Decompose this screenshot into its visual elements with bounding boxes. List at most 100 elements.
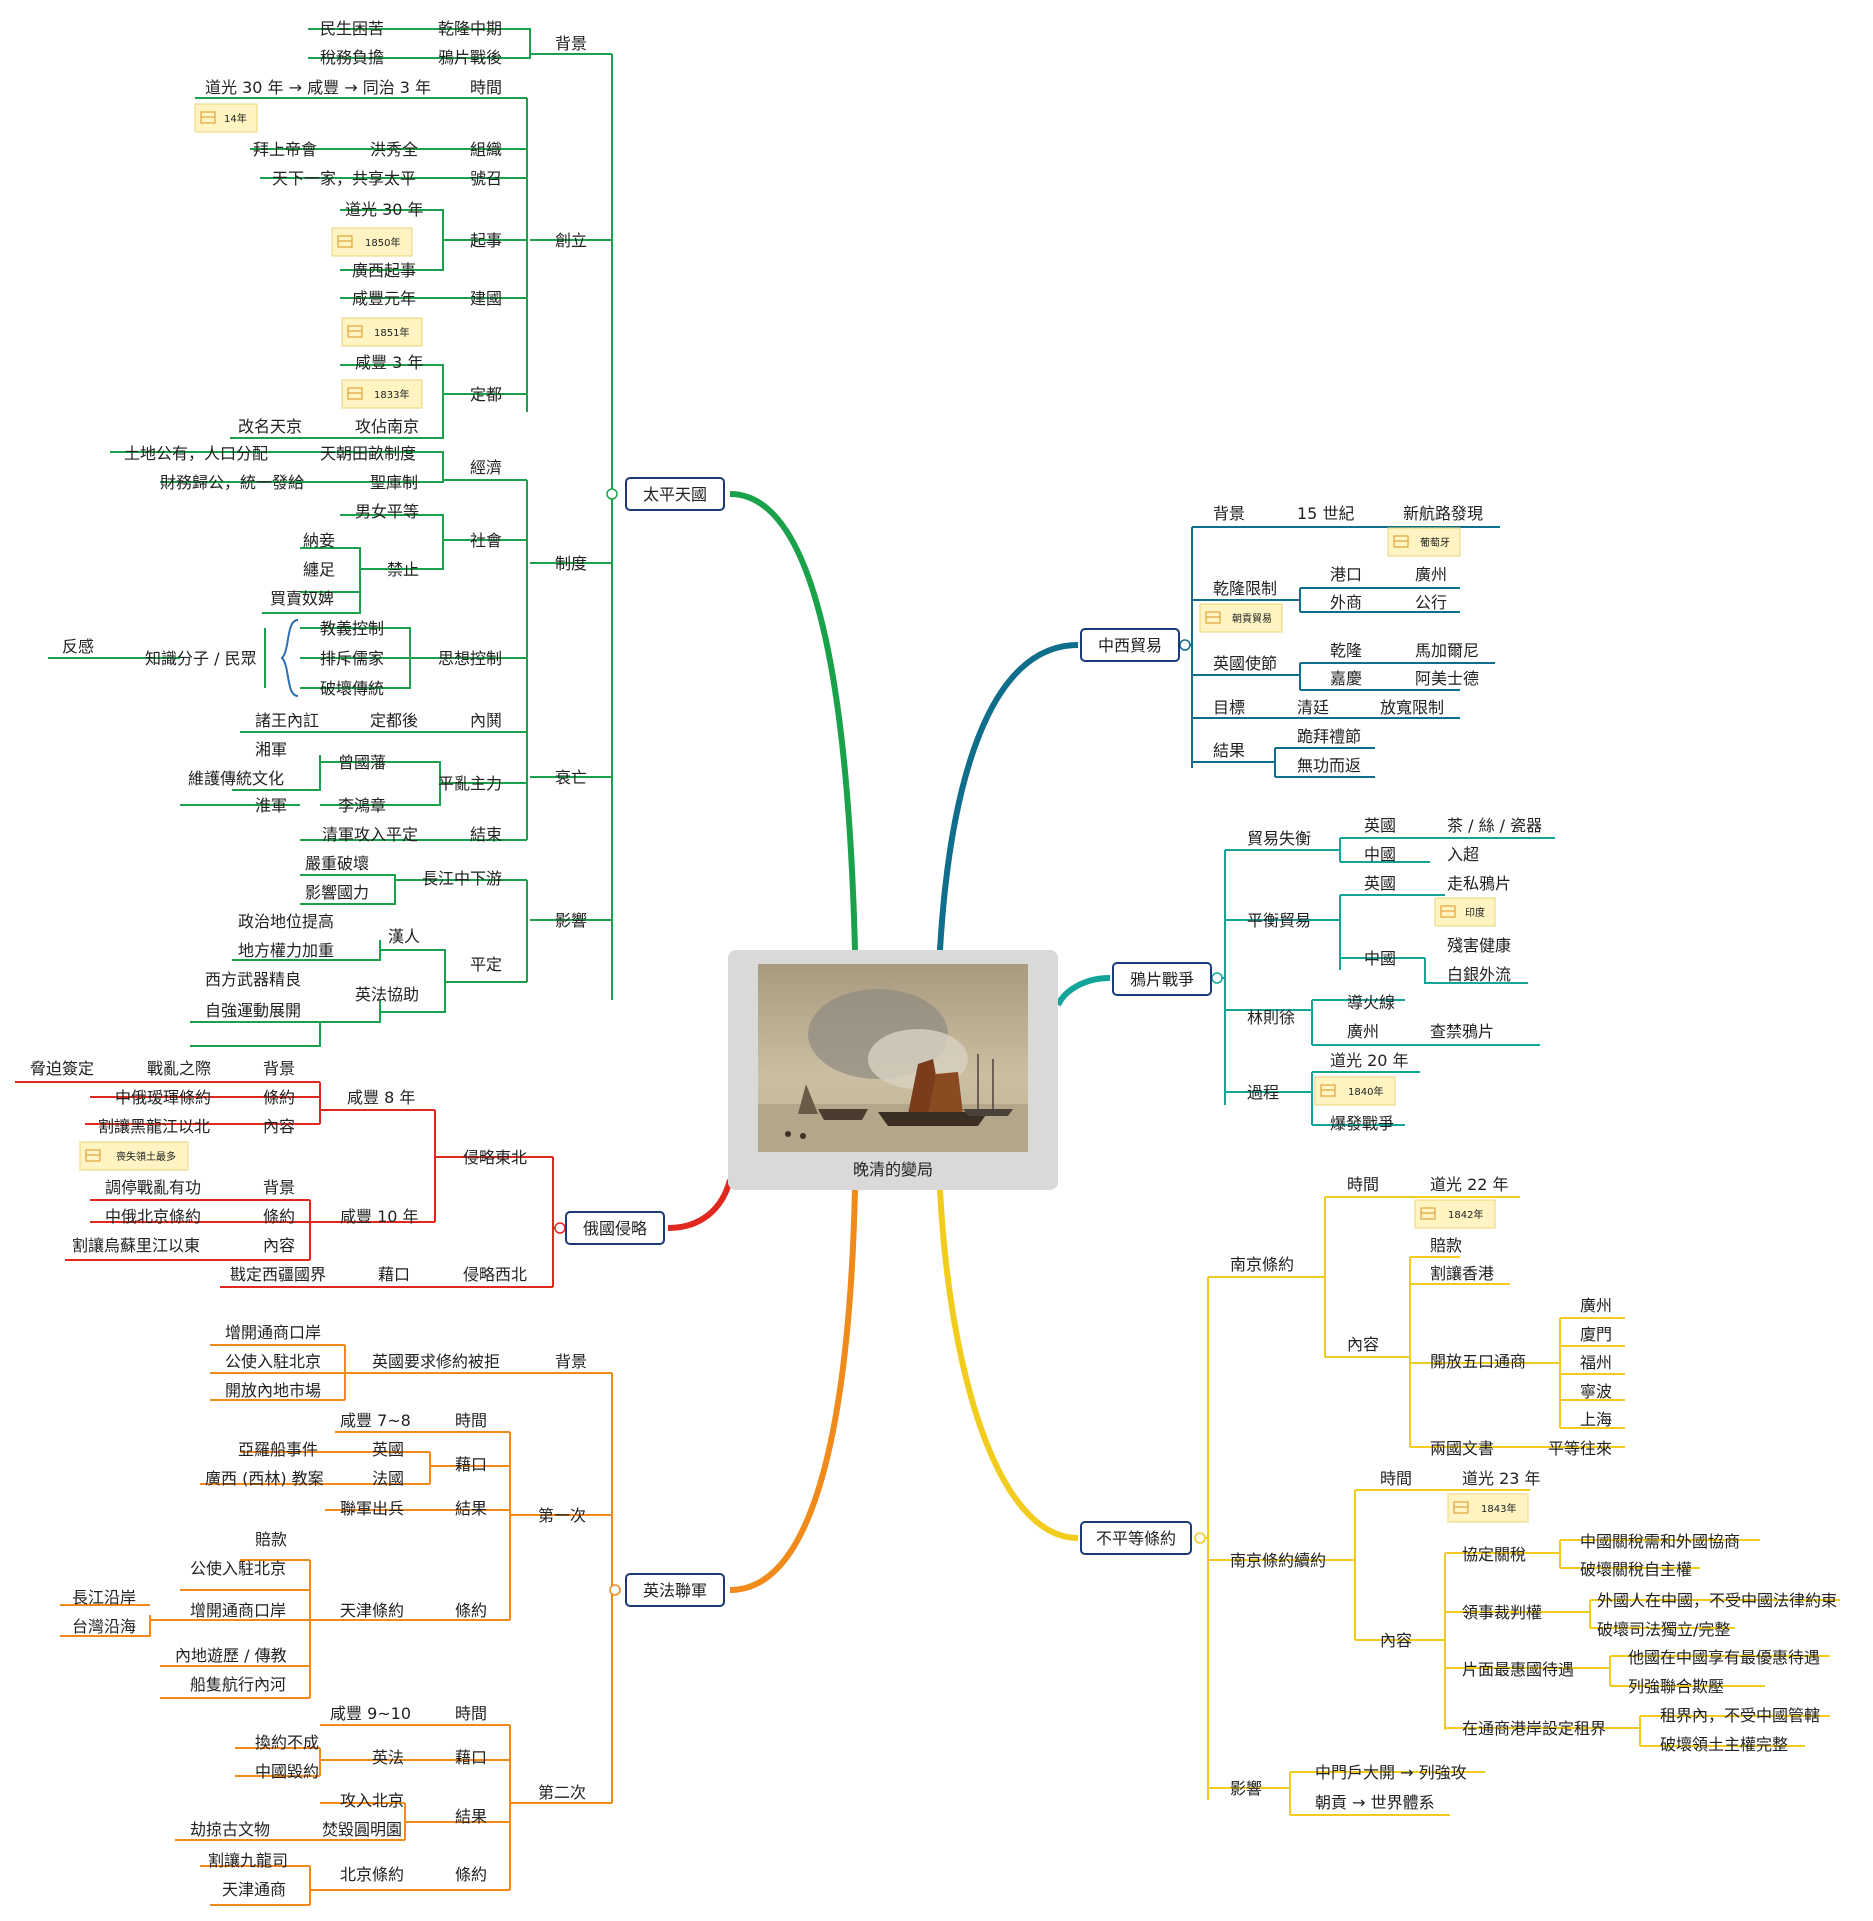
node-caiwu: 財務歸公，統一發給 xyxy=(160,473,304,492)
node-huaijun: 淮軍 xyxy=(255,796,287,815)
node-zx-qianlong: 乾隆 xyxy=(1330,641,1362,660)
node-yf-gerang: 割讓九龍司 xyxy=(208,1851,288,1870)
node-yf-gongru: 攻入北京 xyxy=(340,1791,404,1810)
node-eg-xf10: 咸豐 10 年 xyxy=(340,1207,419,1226)
node-zx-waishang: 外商 xyxy=(1330,593,1362,612)
branch-yingfa[interactable]: 英法聯軍 xyxy=(625,1573,725,1607)
node-yf-neidi: 內地遊歷 / 傳教 xyxy=(175,1646,287,1665)
node-zx-c15: 15 世紀 xyxy=(1297,504,1354,523)
node-bp-yingxiang: 影響 xyxy=(1230,1779,1262,1798)
node-bp-neirong2: 內容 xyxy=(1380,1631,1412,1650)
node-yf-gongshi: 公使入駐北京 xyxy=(225,1352,321,1371)
svg-text:1840年: 1840年 xyxy=(1348,1085,1383,1098)
node-hong: 洪秀全 xyxy=(370,140,418,159)
node-eg-beijingtiaoyue: 中俄北京條約 xyxy=(105,1207,201,1226)
node-yp-baiyin: 白銀外流 xyxy=(1447,965,1511,984)
branch-eguo[interactable]: 俄國侵略 xyxy=(565,1211,665,1245)
node-zx-guibai: 跪拜禮節 xyxy=(1297,727,1361,746)
node-zeng: 曾國藩 xyxy=(338,753,386,772)
taiping-subtree xyxy=(48,28,613,1047)
zhongxi-labels: 背景 15 世紀 新航路發現 乾隆限制 港口 廣州 外商 公行 英國使節 乾隆 … xyxy=(1213,504,1483,775)
node-bp-wenshu: 兩國文書 xyxy=(1430,1439,1494,1458)
node-changjiang: 長江中下游 xyxy=(422,869,502,888)
node-bp-kaifang: 開放五口通商 xyxy=(1430,1352,1526,1371)
node-bp-gerang: 割讓香港 xyxy=(1430,1264,1494,1283)
node-bp-guanshui1: 中國關稅需和外國協商 xyxy=(1580,1532,1740,1551)
node-yp-chasi: 茶 / 絲 / 瓷器 xyxy=(1447,816,1542,835)
node-zx-mubiao: 目標 xyxy=(1213,698,1245,717)
node-eg-dongbei: 侵略東北 xyxy=(463,1148,527,1167)
node-eg-wusuli: 割讓烏蘇里江以東 xyxy=(72,1236,200,1255)
node-yf-zhongguohui: 中國毀約 xyxy=(255,1762,319,1781)
node-zx-qingting: 清廷 xyxy=(1297,698,1329,717)
node-eg-beijing2: 背景 xyxy=(263,1178,295,1197)
node-yp-chajin: 查禁鴉片 xyxy=(1430,1022,1494,1041)
node-shangdi: 拜上帝會 xyxy=(253,140,317,159)
node-ziqiang: 自強運動展開 xyxy=(205,1001,301,1020)
node-yf-beijingty: 北京條約 xyxy=(340,1865,404,1884)
node-yf-peikuan: 賠款 xyxy=(255,1530,287,1549)
node-shijian-val: 道光 30 年 → 咸豐 → 同治 3 年 xyxy=(205,78,431,97)
node-tudi: 土地公有，人口分配 xyxy=(124,444,268,463)
node-bp-daoguang23: 道光 23 年 xyxy=(1462,1469,1541,1488)
node-jieshu: 結束 xyxy=(470,825,502,844)
branch-yapian[interactable]: 鴉片戰爭 xyxy=(1112,962,1212,996)
node-yf-jiekou1: 藉口 xyxy=(455,1455,487,1474)
node-yanzhong: 嚴重破壞 xyxy=(305,854,369,873)
node-yf-shijian1: 時間 xyxy=(455,1411,487,1430)
badge-14-years: 14年 xyxy=(194,103,258,133)
node-gaiming: 改名天京 xyxy=(238,417,302,436)
node-haozhao-val: 天下一家，共享太平 xyxy=(272,169,416,188)
node-yf-xiuyue: 英國要求修約被拒 xyxy=(372,1352,500,1371)
connector-yapian xyxy=(1055,975,1111,1007)
node-bp-ningbo: 寧波 xyxy=(1580,1382,1612,1401)
zhongxi-subtree xyxy=(1180,526,1500,778)
node-yf-gongshi2: 公使入駐北京 xyxy=(190,1559,286,1578)
svg-text:1843年: 1843年 xyxy=(1481,1502,1516,1515)
node-bp-zujie: 在通商港岸設定租界 xyxy=(1462,1719,1606,1738)
node-bp-lingshi: 領事裁判權 xyxy=(1462,1603,1542,1622)
node-xifang: 西方武器精良 xyxy=(205,970,301,989)
node-yf-kaifangneidi: 開放內地市場 xyxy=(225,1381,321,1400)
node-yp-daohuoxian: 導火線 xyxy=(1347,993,1395,1012)
collapse-markers xyxy=(554,488,1223,1596)
node-chanzu: 纏足 xyxy=(303,560,335,579)
branch-taiping[interactable]: 太平天國 xyxy=(625,477,725,511)
node-beijing: 背景 xyxy=(555,34,587,53)
node-bp-lingshi2: 破壞司法獨立/完整 xyxy=(1597,1620,1730,1639)
node-bp-shanghai: 上海 xyxy=(1580,1410,1612,1429)
node-yf-faguo: 法國 xyxy=(372,1469,404,1488)
node-naqie: 納妾 xyxy=(303,531,335,550)
node-minsheng: 民生困苦 xyxy=(320,19,384,38)
badge-putaoya: 葡萄牙 xyxy=(1387,527,1461,557)
node-eg-neirong1: 內容 xyxy=(263,1117,295,1136)
badge-1851: 1851年 xyxy=(341,317,423,347)
badge-1843: 1843年 xyxy=(1447,1493,1529,1523)
node-yp-linzexu: 林則徐 xyxy=(1247,1008,1295,1027)
brace-icon xyxy=(280,619,299,697)
central-topic[interactable]: 晚清的變局 xyxy=(728,950,1058,1190)
svg-text:1833年: 1833年 xyxy=(374,388,409,401)
node-bp-xieding: 協定關稅 xyxy=(1462,1545,1526,1564)
branch-zhongxi[interactable]: 中西貿易 xyxy=(1080,628,1180,662)
node-yf-xf910: 咸豐 9~10 xyxy=(330,1704,411,1723)
node-shijian: 時間 xyxy=(470,78,502,97)
svg-text:1850年: 1850年 xyxy=(365,236,400,249)
node-bp-lingshi1: 外國人在中國，不受中國法律約束 xyxy=(1597,1591,1837,1610)
node-yf-shijian2: 時間 xyxy=(455,1704,487,1723)
branch-bupingdeng[interactable]: 不平等條約 xyxy=(1080,1521,1192,1555)
node-yf-zengkai2: 增開通商口岸 xyxy=(190,1601,286,1620)
node-xiangjun: 湘軍 xyxy=(255,740,287,759)
node-yf-beijing: 背景 xyxy=(555,1352,587,1371)
node-zx-xinhang: 新航路發現 xyxy=(1403,504,1483,523)
node-shehui: 社會 xyxy=(470,531,502,550)
yingfa-labels: 背景 英國要求修約被拒 增開通商口岸 公使入駐北京 開放內地市場 第一次 時間 … xyxy=(72,1323,587,1899)
node-yf-tiaoyue2: 條約 xyxy=(455,1865,487,1884)
node-zhuwang: 諸王內訌 xyxy=(255,711,319,730)
svg-text:葡萄牙: 葡萄牙 xyxy=(1420,536,1450,549)
node-eg-xf8: 咸豐 8 年 xyxy=(347,1088,415,1107)
svg-text:1851年: 1851年 xyxy=(374,326,409,339)
node-fangan: 反感 xyxy=(62,637,94,656)
node-bp-zuihui1: 他國在中國享有最優惠待遇 xyxy=(1628,1648,1820,1667)
node-bp-zujie1: 租界內，不受中國管轄 xyxy=(1660,1706,1820,1725)
